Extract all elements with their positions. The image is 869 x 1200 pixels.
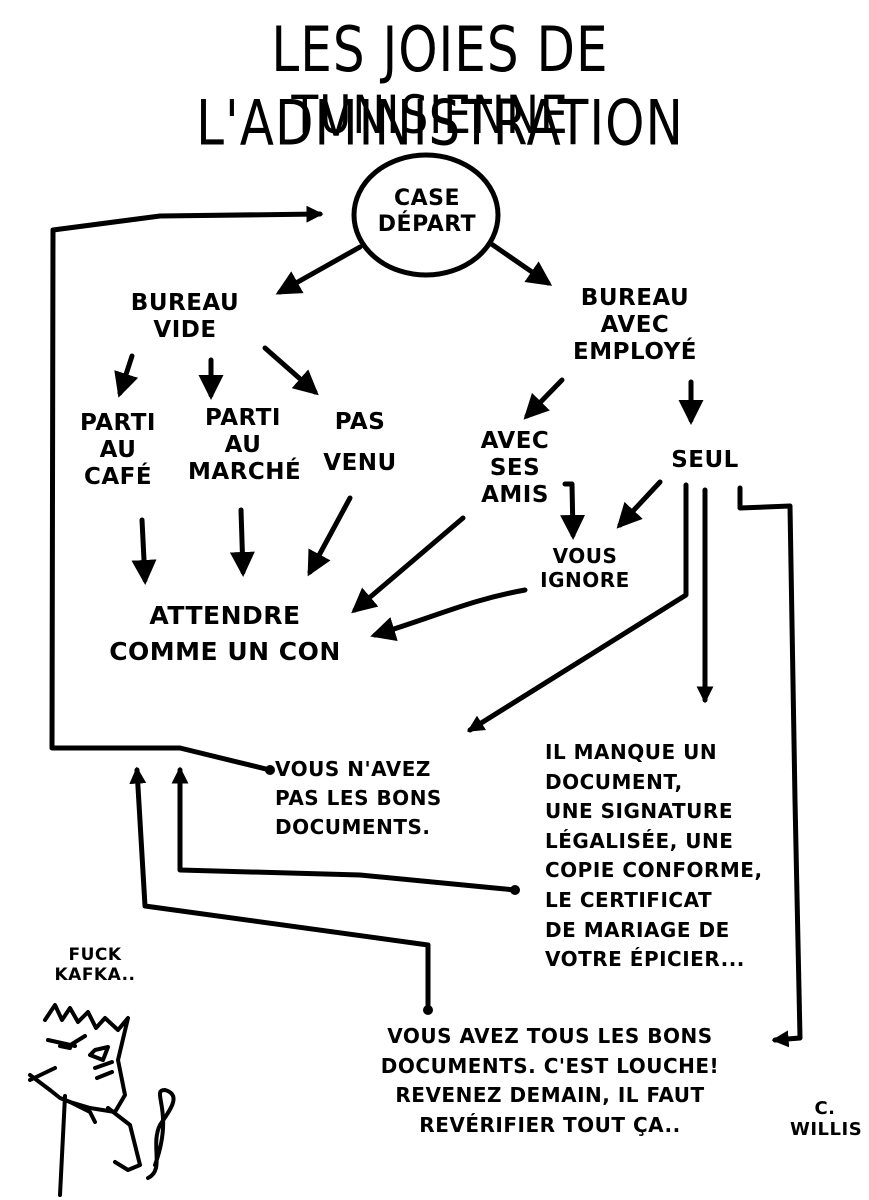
node-alone: SEUL [671, 447, 739, 473]
start-circle [351, 152, 501, 278]
cat-speech-bubble-text: FUCK KAFKA.. [54, 945, 136, 986]
node-with-friends: AVEC SES AMIS [480, 428, 550, 509]
arrow-ignore-to-wait [370, 587, 528, 642]
arrow-to-not-came [262, 345, 319, 396]
arrow-friends-to-ignore [560, 481, 586, 540]
loop-start-dot-2 [510, 885, 520, 895]
arrow-to-cafe [114, 353, 139, 398]
loop-start-dot-1 [265, 765, 275, 775]
arrow-not-came-to-wait [307, 495, 353, 577]
arrow-market-to-wait [229, 507, 255, 577]
arrow-friends-to-wait [351, 515, 466, 614]
arrow-alone-to-ignore [616, 479, 663, 529]
loop-start-dot-3 [423, 1005, 433, 1015]
node-wrong-documents: VOUS N'AVEZ PAS LES BONS DOCUMENTS. [275, 757, 442, 839]
node-ignores-you: VOUS IGNORE [540, 544, 630, 592]
arrow-alone-to-all-documents [737, 485, 803, 1048]
loop-all-documents-to-wait-area [129, 766, 431, 1013]
arrow-to-with-friends [523, 377, 565, 420]
node-all-documents: VOUS AVEZ TOUS LES BONS DOCUMENTS. C'EST… [380, 1024, 720, 1137]
arrow-alone-to-wrong-documents [467, 482, 689, 733]
node-empty-office: BUREAU VIDE [130, 290, 240, 344]
node-missing-document: IL MANQUE UN DOCUMENT, UNE SIGNATURE LÉG… [545, 740, 763, 972]
page-title-line2: TUNISIENNE [291, 84, 569, 147]
arrow-cafe-to-wait [131, 517, 157, 585]
node-gone-market: PARTI AU MARCHÉ [188, 405, 302, 486]
arrow-start-to-empty-office [275, 244, 363, 295]
node-not-came: PAS VENU [323, 409, 397, 477]
page-title-line1: LES JOIES DE L'ADMINISTRATION [196, 13, 684, 160]
artist-signature: C. WILLIS [790, 1098, 863, 1141]
node-start: CASE DÉPART [377, 186, 477, 237]
node-gone-cafe: PARTI AU CAFÉ [80, 410, 156, 491]
node-wait: ATTENDRE COMME UN CON [109, 601, 341, 667]
arrow-start-to-office-employee [487, 240, 553, 286]
loop-wrong-documents-to-start [49, 205, 324, 773]
node-office-with-employee: BUREAU AVEC EMPLOYÉ [573, 285, 697, 366]
loop-missing-document-to-wait-area [171, 766, 518, 893]
cat-illustration [28, 1003, 176, 1197]
